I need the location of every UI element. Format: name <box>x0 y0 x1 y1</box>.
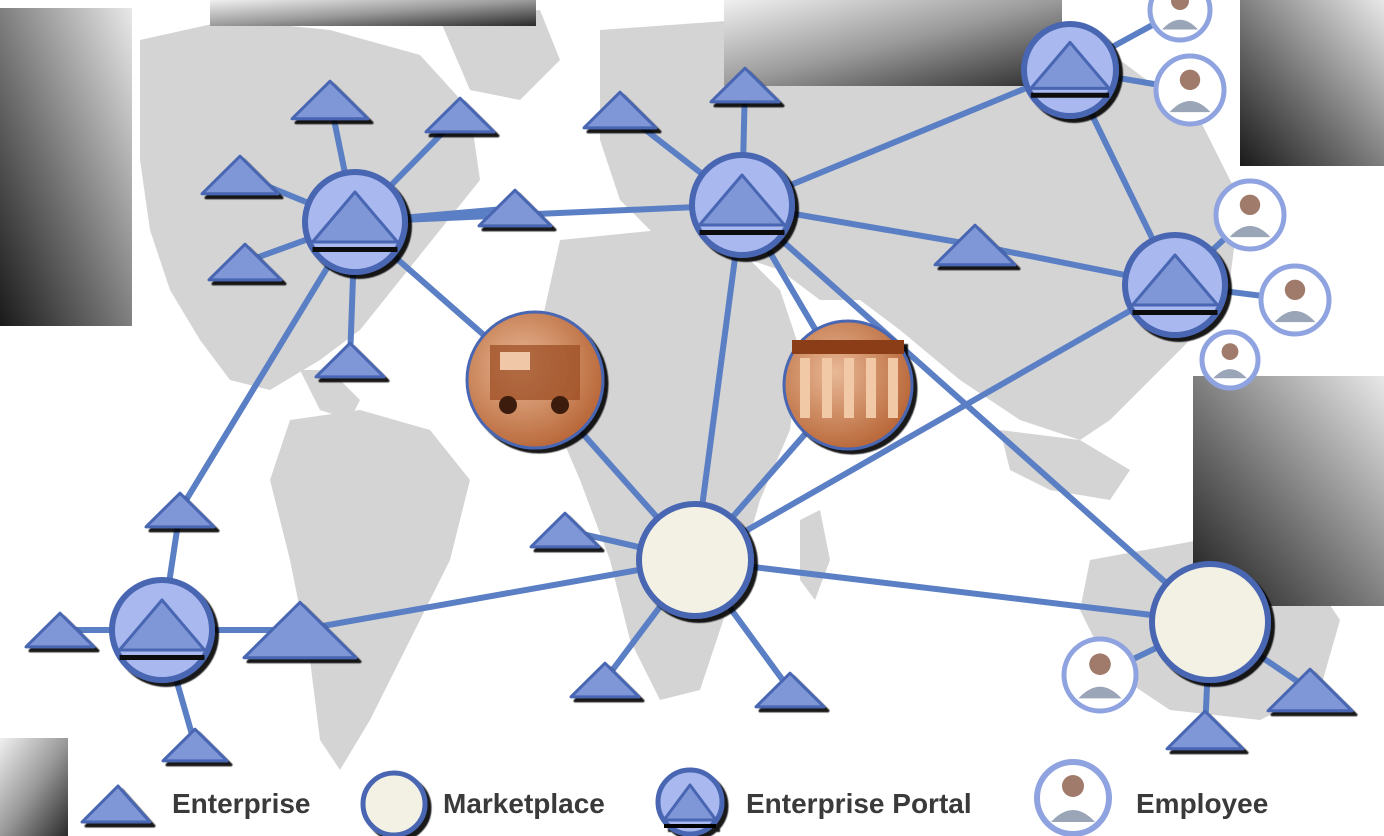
employee-icon <box>1213 178 1287 252</box>
employee-icon <box>1153 53 1227 127</box>
enterprise-triangle-icon <box>207 242 283 282</box>
legend-marketplace-icon <box>360 770 428 836</box>
photo-top-right <box>1240 0 1384 166</box>
enterprise-triangle-icon <box>709 66 781 104</box>
enterprise-triangle-icon <box>200 154 280 196</box>
photo-bottom-left <box>0 738 68 836</box>
truck-photo-icon <box>465 310 605 450</box>
enterprise-triangle-icon <box>754 671 826 709</box>
legend-marketplace-label: Marketplace <box>443 788 605 819</box>
employee-icon <box>1061 636 1139 714</box>
enterprise-triangle-icon <box>1165 709 1245 751</box>
photo-top-center <box>724 0 1062 86</box>
columns-building-photo-icon <box>782 319 914 451</box>
marketplace-nodes <box>636 501 1271 683</box>
enterprise-triangle-icon <box>933 223 1017 267</box>
employee-icon <box>1199 329 1261 391</box>
legend-employee-label: Employee <box>1136 788 1269 819</box>
enterprise-triangle-icon <box>242 600 358 660</box>
enterprise-triangle-icon <box>290 79 370 121</box>
enterprise-nodes <box>24 66 1354 763</box>
enterprise-portal-icon <box>1021 21 1119 119</box>
photo-left <box>0 8 132 326</box>
enterprise-portal-icon <box>109 577 215 683</box>
enterprise-triangle-icon <box>582 90 658 130</box>
marketplace-africa <box>636 501 754 619</box>
enterprise-triangle-icon <box>144 491 216 529</box>
enterprise-triangle-icon <box>569 661 641 699</box>
enterprise-triangle-icon <box>1266 667 1354 713</box>
enterprise-triangle-icon <box>477 188 553 228</box>
legend <box>80 759 1112 836</box>
enterprise-portal-icon <box>689 152 795 258</box>
enterprise-portal-icon <box>302 169 408 275</box>
enterprise-triangle-icon <box>424 96 496 134</box>
legend-employee-icon <box>1034 759 1112 836</box>
legend-portal-icon <box>655 767 725 836</box>
marketplace-australia <box>1149 561 1271 683</box>
employee-nodes <box>1061 0 1332 714</box>
enterprise-triangle-icon <box>161 727 229 763</box>
enterprise-portal-icon <box>1122 232 1228 338</box>
enterprise-triangle-icon <box>24 611 96 649</box>
employee-icon <box>1147 0 1213 43</box>
world-map <box>140 10 1340 770</box>
enterprise-triangle-icon <box>314 341 386 379</box>
legend-portal-label: Enterprise Portal <box>746 788 972 819</box>
enterprise-triangle-icon <box>529 511 601 549</box>
enterprise-portal-nodes <box>109 21 1228 683</box>
legend-enterprise-label: Enterprise <box>172 788 311 819</box>
legend-enterprise-icon <box>80 784 152 824</box>
employee-icon <box>1258 263 1332 337</box>
photo-top-left <box>210 0 536 26</box>
